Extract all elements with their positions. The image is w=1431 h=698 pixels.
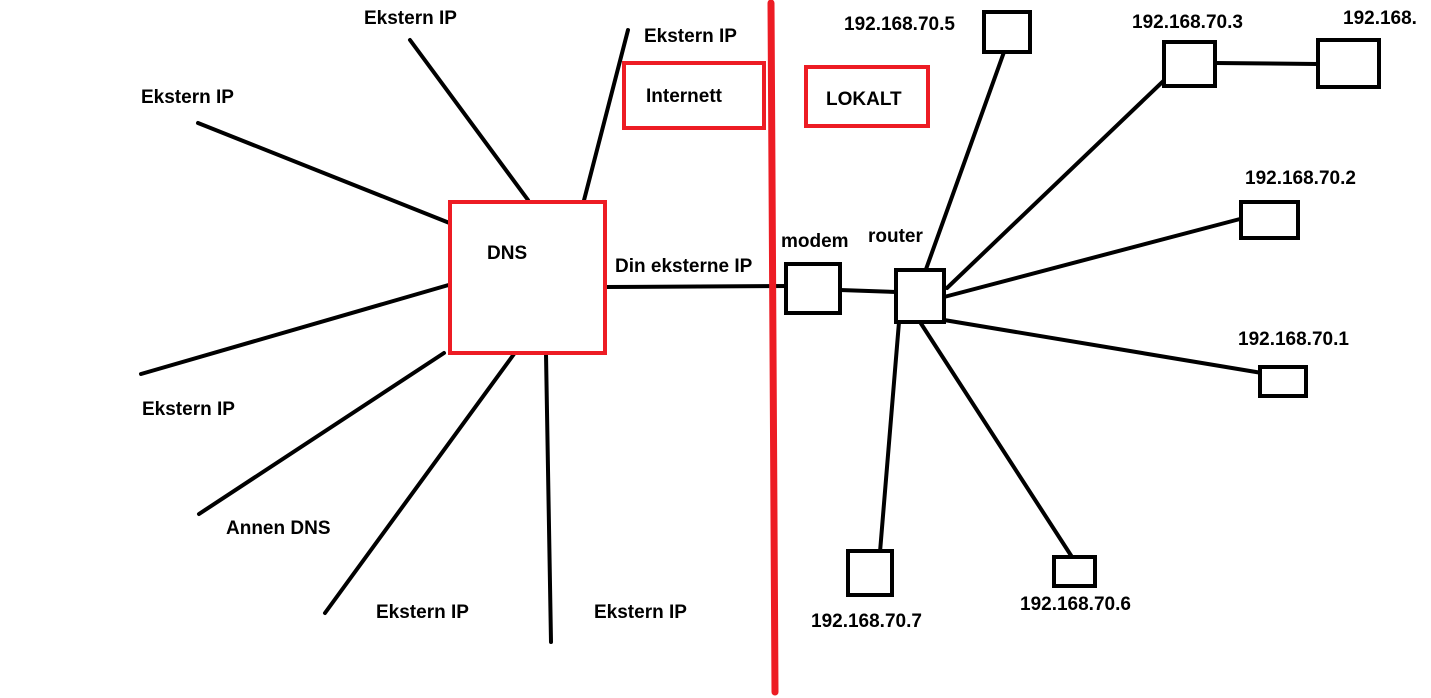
device-box-70-1: [1258, 365, 1308, 398]
line-router-70-5: [923, 50, 1006, 274]
line-dns-modem: [603, 284, 792, 289]
internet-local-divider: [767, 0, 779, 696]
line-dns-bottom: [544, 352, 553, 644]
device-label-70-3: 192.168.70.3: [1132, 12, 1243, 33]
device-box-70-6: [1052, 555, 1097, 588]
dns-box: [448, 200, 607, 355]
device-box-70-2: [1239, 200, 1300, 240]
device-box-extra: [1316, 38, 1381, 89]
modem-box: [784, 262, 842, 315]
device-label-70-1: 192.168.70.1: [1238, 329, 1349, 350]
ekstern-ip-label-6: Ekstern IP: [594, 602, 687, 623]
device-label-70-7: 192.168.70.7: [811, 611, 922, 632]
line-router-70-7: [878, 320, 901, 554]
din-eksterne-ip-label: Din eksterne IP: [615, 256, 753, 277]
line-dns-top-right: [580, 28, 630, 210]
line-router-70-2: [942, 217, 1242, 299]
annen-dns-label: Annen DNS: [226, 518, 331, 539]
device-box-70-3: [1162, 40, 1217, 88]
line-router-70-1: [942, 318, 1264, 375]
device-label-70-6: 192.168.70.6: [1020, 594, 1131, 615]
router-label: router: [868, 226, 924, 247]
line-70-3-extra: [1213, 61, 1320, 66]
router-box: [894, 268, 946, 324]
line-router-70-6: [918, 320, 1074, 559]
device-label-70-5: 192.168.70.5: [844, 14, 955, 35]
internet-zone-box: [622, 61, 766, 130]
ekstern-ip-label-1: Ekstern IP: [364, 8, 457, 29]
local-zone-box: [804, 65, 930, 128]
ekstern-ip-label-2: Ekstern IP: [644, 26, 737, 47]
line-modem-router: [838, 288, 898, 294]
line-dns-annen: [197, 351, 446, 516]
ekstern-ip-label-3: Ekstern IP: [141, 87, 234, 108]
device-label-70-2: 192.168.70.2: [1245, 168, 1356, 189]
line-dns-top: [408, 38, 530, 202]
modem-label: modem: [781, 231, 849, 252]
internet-zone-label: Internett: [646, 86, 723, 107]
line-dns-bottom-left: [323, 352, 516, 615]
line-router-70-3: [945, 66, 1179, 290]
ekstern-ip-label-4: Ekstern IP: [142, 399, 235, 420]
device-box-70-5: [982, 10, 1032, 54]
line-dns-left: [139, 282, 454, 376]
line-dns-upper-left: [196, 121, 454, 226]
local-zone-label: LOKALT: [826, 89, 902, 110]
device-label-extra: 192.168.: [1343, 8, 1417, 29]
device-box-70-7: [846, 549, 894, 597]
dns-label: DNS: [487, 243, 527, 264]
ekstern-ip-label-5: Ekstern IP: [376, 602, 469, 623]
